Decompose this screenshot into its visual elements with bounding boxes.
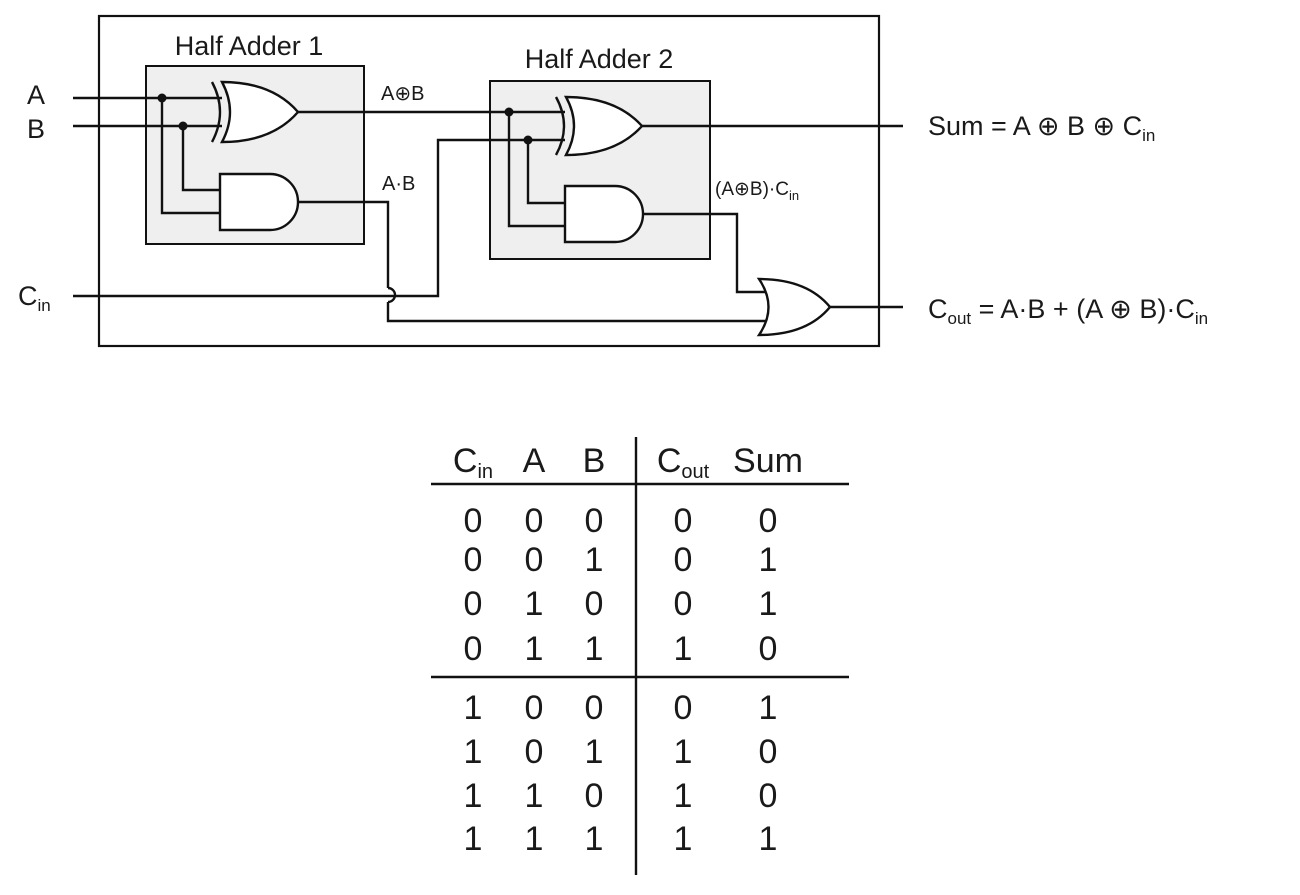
cout-lhs-sub: out bbox=[948, 309, 972, 328]
truth-table-cell: 1 bbox=[525, 777, 544, 815]
truth-table-cell: 0 bbox=[585, 777, 604, 815]
truth-table-header-4: Sum bbox=[733, 442, 803, 480]
truth-table-cell: 1 bbox=[464, 733, 483, 771]
truth-table-cell: 1 bbox=[585, 733, 604, 771]
truth-table-cell: 0 bbox=[674, 541, 693, 579]
truth-table-cell: 1 bbox=[674, 777, 693, 815]
truth-table-header-3: Cout bbox=[657, 442, 710, 483]
truth-table-cell: 0 bbox=[525, 733, 544, 771]
truth-table-cell: 0 bbox=[674, 502, 693, 540]
half-adder-1-title: Half Adder 1 bbox=[175, 31, 324, 61]
wire-a-tap-and1 bbox=[160, 98, 220, 215]
truth-table-cell: 1 bbox=[759, 689, 778, 727]
junction-b bbox=[178, 121, 188, 131]
truth-table-cell: 1 bbox=[464, 777, 483, 815]
truth-table-cell: 0 bbox=[525, 541, 544, 579]
half-adder-2-title: Half Adder 2 bbox=[525, 44, 674, 74]
and-gate-2 bbox=[563, 184, 645, 244]
xor-gate-2 bbox=[554, 95, 644, 157]
cout-rhs-sub: in bbox=[1195, 309, 1208, 328]
truth-table-cell: 0 bbox=[759, 502, 778, 540]
truth-table-cell: 0 bbox=[525, 689, 544, 727]
truth-table-cell: 0 bbox=[525, 502, 544, 540]
input-cin-base: C bbox=[18, 281, 38, 311]
and2-output-label: (A⊕B)·Cin bbox=[715, 179, 799, 203]
truth-table-header-1: A bbox=[523, 442, 546, 480]
truth-table-cell: 0 bbox=[464, 630, 483, 668]
truth-table-cell: 1 bbox=[464, 689, 483, 727]
truth-table-header-2: B bbox=[583, 442, 606, 480]
truth-table-cell: 0 bbox=[585, 585, 604, 623]
wire-and1-to-or bbox=[386, 302, 770, 323]
truth-table-cell: 1 bbox=[525, 630, 544, 668]
truth-table-cell: 1 bbox=[464, 820, 483, 858]
truth-table-cell: 1 bbox=[759, 585, 778, 623]
truth-table-cell: 0 bbox=[464, 541, 483, 579]
truth-table-cell: 1 bbox=[759, 820, 778, 858]
truth-table-cell: 0 bbox=[759, 733, 778, 771]
cout-equation: Cout = A·B + (A ⊕ B)·Cin bbox=[928, 294, 1208, 328]
truth-table-cell: 1 bbox=[525, 585, 544, 623]
sum-equation-main: Sum = A ⊕ B ⊕ C bbox=[928, 111, 1142, 141]
input-a-label: A bbox=[27, 80, 45, 110]
cout-rhs-main: = A·B + (A ⊕ B)·C bbox=[971, 294, 1195, 324]
truth-table-cell: 0 bbox=[585, 502, 604, 540]
junction-axb bbox=[504, 107, 514, 117]
wire-cin-tap-and2 bbox=[526, 140, 565, 205]
truth-table-cell: 0 bbox=[585, 689, 604, 727]
truth-table-cell: 0 bbox=[674, 585, 693, 623]
truth-table-header-base: Sum bbox=[733, 442, 803, 480]
truth-table-cell: 1 bbox=[585, 541, 604, 579]
truth-table-header-base: C bbox=[657, 442, 682, 480]
wire-cin-input bbox=[73, 138, 565, 298]
truth-table-header-base: C bbox=[453, 442, 478, 480]
truth-table-cell: 0 bbox=[674, 689, 693, 727]
truth-table-cell: 1 bbox=[585, 630, 604, 668]
truth-table-cell: 1 bbox=[759, 541, 778, 579]
sum-equation: Sum = A ⊕ B ⊕ Cin bbox=[928, 111, 1155, 145]
input-cin-label: Cin bbox=[18, 281, 51, 315]
truth-table-header-base: B bbox=[583, 442, 606, 480]
truth-table-cell: 0 bbox=[464, 585, 483, 623]
truth-table-header-base: A bbox=[523, 442, 546, 480]
truth-table-cell: 1 bbox=[674, 733, 693, 771]
truth-table-header-sub: out bbox=[681, 461, 709, 483]
xor1-output-label: A⊕B bbox=[381, 83, 424, 105]
truth-table-cell: 0 bbox=[759, 630, 778, 668]
xor-gate-1 bbox=[210, 80, 300, 144]
truth-table-cell: 0 bbox=[464, 502, 483, 540]
and1-output-label: A·B bbox=[382, 173, 415, 195]
wire-b-tap-and1 bbox=[181, 126, 220, 192]
or-gate bbox=[756, 277, 832, 337]
junction-a bbox=[157, 93, 167, 103]
truth-table-header-sub: in bbox=[477, 461, 493, 483]
and2-output-label-sub: in bbox=[789, 188, 799, 203]
truth-table-cell: 0 bbox=[759, 777, 778, 815]
input-cin-sub: in bbox=[38, 296, 51, 315]
sum-equation-sub: in bbox=[1142, 126, 1155, 145]
truth-table-cell: 1 bbox=[585, 820, 604, 858]
junction-cin bbox=[523, 135, 533, 145]
truth-table-cell: 1 bbox=[525, 820, 544, 858]
and-gate-1 bbox=[218, 172, 300, 232]
wire-axb-tap-and2 bbox=[507, 112, 565, 228]
wire-and2-output bbox=[643, 212, 772, 294]
truth-table-cell: 1 bbox=[674, 820, 693, 858]
and2-output-label-main: (A⊕B)·C bbox=[715, 179, 789, 200]
input-b-label: B bbox=[27, 114, 45, 144]
cout-lhs-base: C bbox=[928, 294, 948, 324]
truth-table-cell: 1 bbox=[674, 630, 693, 668]
wire-and1-output bbox=[298, 200, 390, 288]
truth-table-header-0: Cin bbox=[453, 442, 493, 483]
